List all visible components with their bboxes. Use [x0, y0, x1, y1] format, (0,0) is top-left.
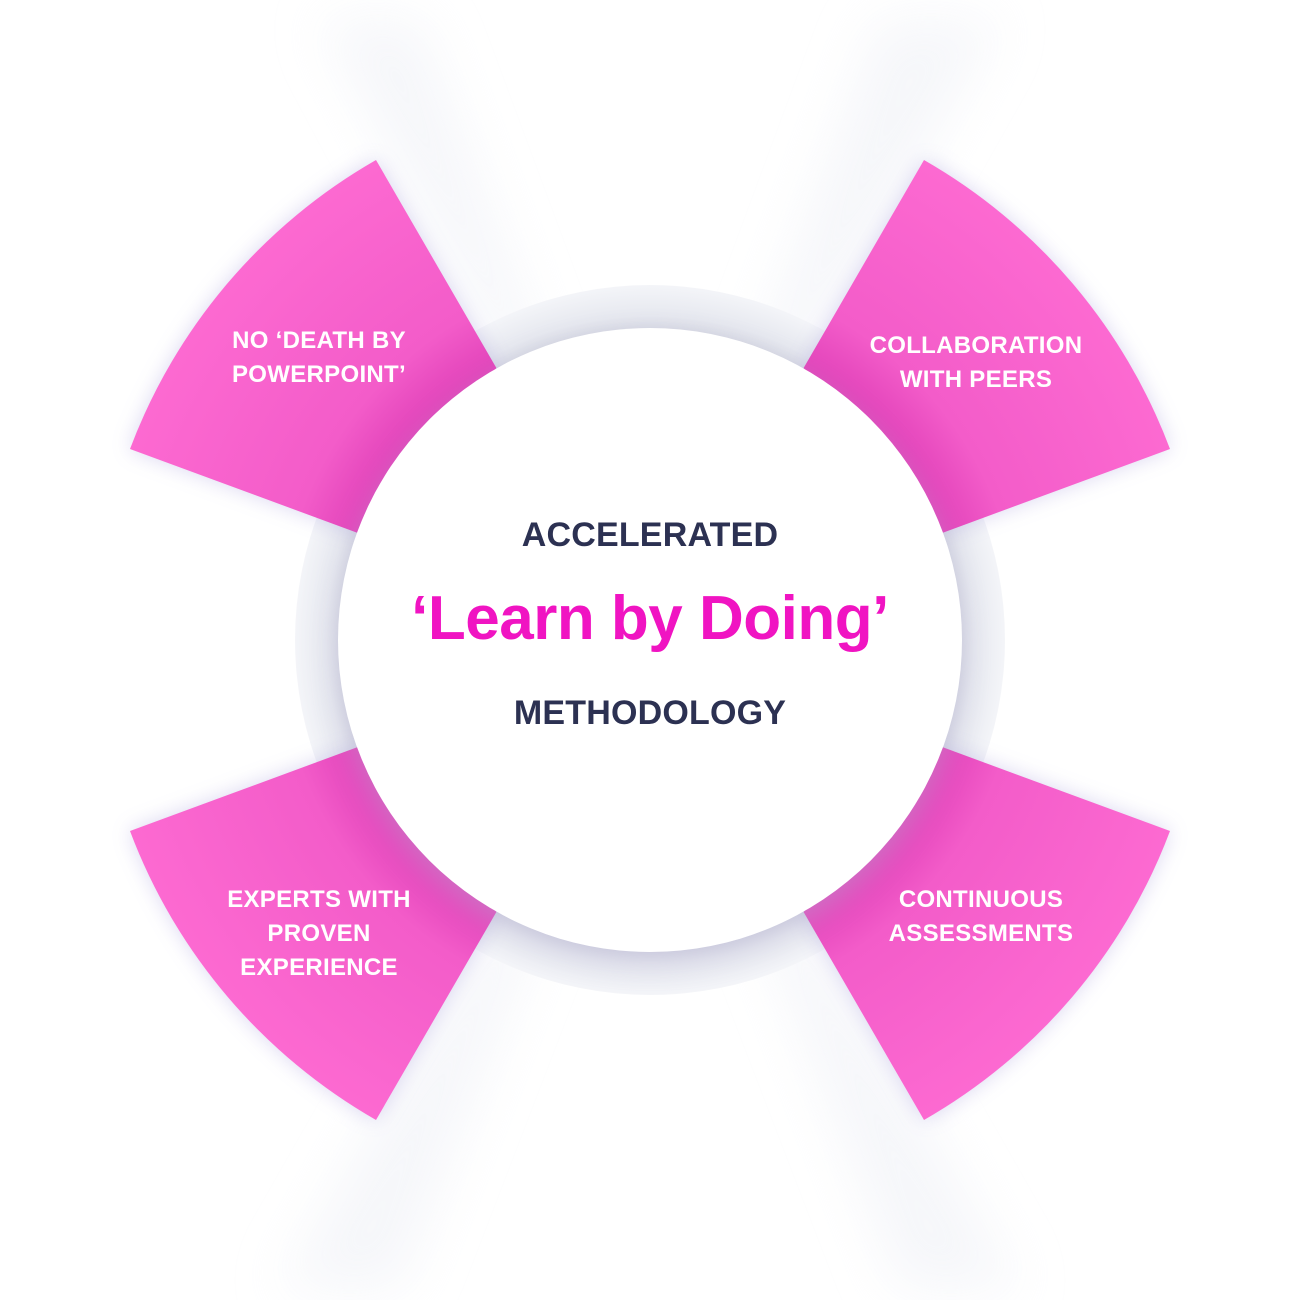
segment-label-line: COLLABORATION — [869, 332, 1083, 359]
segment-label-bottom-left: EXPERTS WITH PROVEN EXPERIENCE — [189, 883, 449, 985]
segment-label-bottom-right: CONTINUOUS ASSESSMENTS — [851, 883, 1111, 951]
segment-label-line: PROVEN — [267, 920, 371, 947]
segment-label-line: ASSESSMENTS — [888, 920, 1074, 947]
segment-label-top-left: NO ‘DEATH BY POWERPOINT’ — [189, 324, 449, 392]
segment-label-top-right: COLLABORATION WITH PEERS — [846, 329, 1106, 397]
center-bottom-line: METHODOLOGY — [513, 694, 787, 732]
segment-label-line: NO ‘DEATH BY — [232, 327, 406, 354]
segment-label-line: EXPERIENCE — [240, 954, 398, 981]
segment-top-left — [130, 160, 497, 534]
segment-label-line: EXPERTS WITH — [227, 886, 411, 913]
center-circle — [338, 328, 962, 952]
segment-top-right — [803, 160, 1170, 534]
center-top-line: ACCELERATED — [521, 516, 779, 554]
segment-label-line: CONTINUOUS — [898, 886, 1064, 913]
segment-label-line: POWERPOINT’ — [232, 361, 406, 388]
segment-label-line: WITH PEERS — [899, 366, 1053, 393]
center-main-title: ‘Learn by Doing’ — [411, 584, 889, 653]
